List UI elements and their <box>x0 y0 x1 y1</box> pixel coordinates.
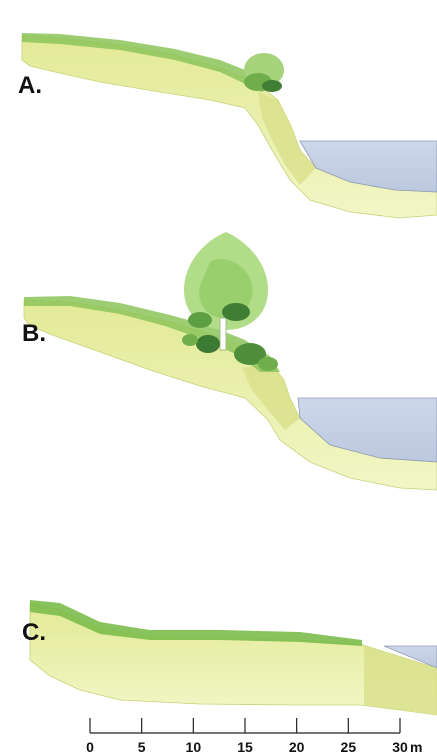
scale-ticks: 0 5 10 15 20 25 30 <box>86 718 408 755</box>
profile-b: B. <box>22 232 437 490</box>
scale-tick-label: 5 <box>138 739 146 755</box>
panel-label-b: B. <box>22 320 46 347</box>
scale-tick-label: 20 <box>289 739 305 755</box>
scale-tick-label: 0 <box>86 739 94 755</box>
panel-label-a: A. <box>18 72 42 99</box>
shrub-a <box>244 53 284 92</box>
scale-tick-label: 25 <box>341 739 357 755</box>
soil-layer-a <box>22 35 437 218</box>
scale-tick-label: 15 <box>237 739 253 755</box>
scale-tick-label: 30 <box>392 739 408 755</box>
scale-bar: 0 5 10 15 20 25 30 m <box>86 718 422 755</box>
profile-a: A. <box>18 33 437 218</box>
panel-label-c: C. <box>22 619 46 646</box>
scale-tick-label: 10 <box>186 739 202 755</box>
scale-unit: m <box>410 739 422 755</box>
profile-c: C. <box>22 600 437 715</box>
